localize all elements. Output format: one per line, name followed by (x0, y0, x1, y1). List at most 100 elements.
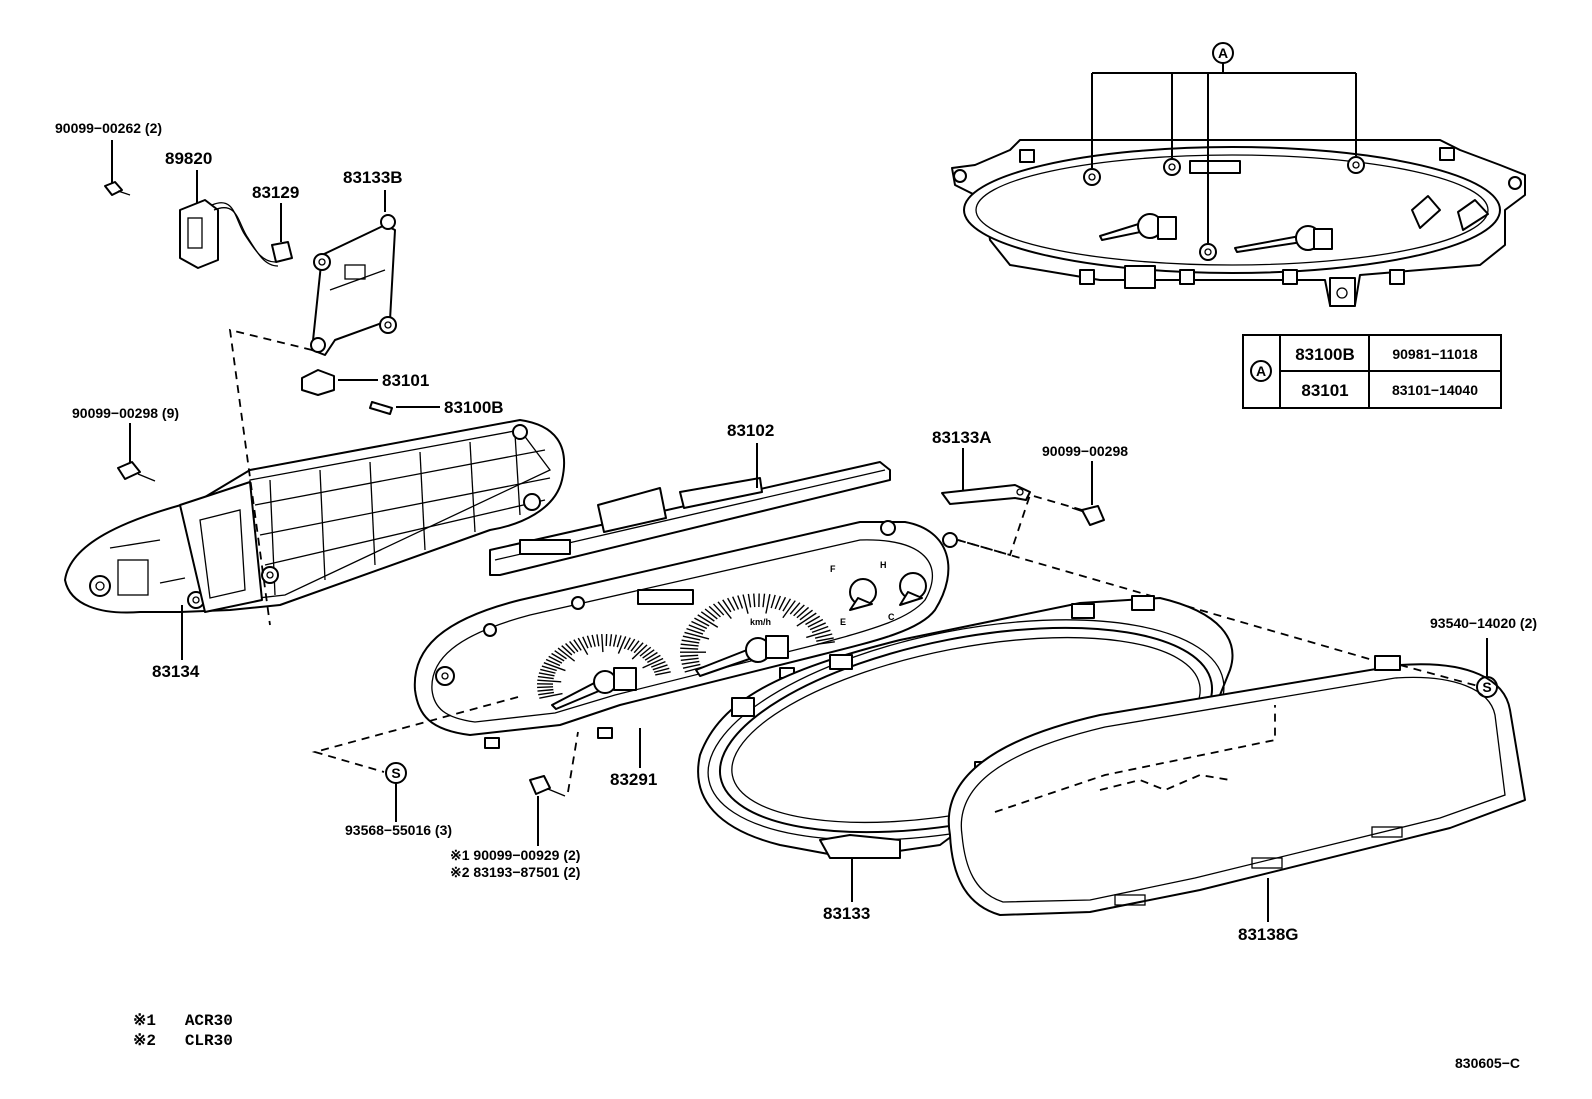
scale-tick (612, 634, 617, 647)
scale-tick (596, 634, 600, 647)
scale-tick (782, 600, 796, 619)
scale-tick (540, 668, 556, 674)
scale-tick (543, 662, 566, 672)
scale-tick (680, 643, 699, 647)
scale-tick (737, 595, 744, 609)
scale-tick (753, 593, 756, 608)
scale-tick (765, 594, 771, 614)
scale-tick (782, 598, 792, 612)
scale-tick (561, 645, 573, 656)
scale-tick (642, 657, 664, 669)
scale-tick (644, 651, 658, 661)
label-89820: 89820 (165, 149, 212, 168)
scale-tick (814, 633, 833, 639)
label-93568-55016: 93568−55016 (3) (345, 822, 452, 838)
scale-tick (537, 686, 554, 689)
scale-tick (717, 601, 732, 619)
dash-83133a (957, 493, 1083, 557)
scale-tick (816, 641, 835, 645)
scale-tick (793, 604, 805, 617)
scale-tick (650, 660, 666, 668)
scale-tick (691, 620, 708, 630)
scale-tick (732, 596, 740, 610)
part-83134-circuit-frame (64, 419, 566, 660)
scale-tick (700, 611, 715, 622)
scale-tick (630, 640, 640, 652)
scale-tick (538, 691, 555, 696)
dash-83133b-to-frame (228, 328, 313, 626)
label-83138g: 83138G (1238, 925, 1299, 944)
scale-tick (545, 658, 561, 667)
scale-tick (762, 593, 766, 608)
scale-tick (747, 593, 752, 608)
scale-tick (642, 649, 655, 659)
scale-tick (816, 637, 834, 642)
scale-tick (684, 631, 710, 640)
speedometer-scale (537, 633, 671, 699)
scale-tick (681, 660, 700, 665)
scale-tick (778, 596, 787, 611)
scale-tick (548, 655, 563, 664)
table-row-1-number: 90981−11018 (1392, 346, 1477, 362)
table-marker-a: A (1256, 363, 1266, 379)
table-row-2-part: 83101 (1301, 381, 1348, 400)
table-row-1-part: 83100B (1295, 345, 1355, 364)
label-93540-14020: 93540−14020 (2) (1430, 615, 1537, 631)
label-83100b: 83100B (444, 398, 504, 417)
scale-tick (806, 629, 831, 639)
meter-rear-view (951, 63, 1526, 307)
scale-tick (770, 594, 776, 609)
scale-tick (682, 635, 701, 641)
scale-tick (805, 615, 821, 626)
scale-tick (697, 614, 719, 628)
part-83138g-lens (947, 655, 1526, 922)
scale-tick (617, 636, 627, 654)
fuel-f-label: F (830, 564, 836, 574)
label-83133a: 83133A (932, 428, 992, 447)
scale-tick (655, 671, 671, 676)
scale-tick (565, 642, 576, 654)
dash-screw-00929 (567, 731, 579, 793)
scale-tick (681, 639, 700, 644)
scale-tick (807, 618, 824, 628)
table-row-2-number: 83101−14040 (1392, 382, 1478, 398)
marker-a-top: A (1218, 45, 1228, 61)
scale-tick (704, 608, 718, 620)
fuel-e-label: E (840, 617, 846, 627)
marker-s-left: S (391, 765, 400, 781)
scale-tick (796, 606, 810, 619)
scale-tick (551, 652, 565, 662)
note-2: ※2 CLR30 (133, 1032, 233, 1050)
scale-tick (811, 625, 829, 634)
scale-tick (639, 646, 652, 657)
scale-tick (541, 665, 557, 672)
scale-tick (680, 654, 699, 657)
scale-tick (609, 634, 613, 647)
scale-tick (712, 603, 725, 616)
scale-tick (582, 636, 589, 649)
label-90099-00298: 90099−00298 (1042, 443, 1128, 459)
scale-tick (682, 663, 701, 669)
scale-tick (554, 650, 567, 660)
scale-tick (537, 675, 554, 680)
scale-tick (680, 647, 699, 650)
scale-tick (680, 657, 699, 661)
temp-h-label: H (880, 560, 887, 570)
scale-tick (616, 635, 622, 648)
scale-tick (586, 635, 593, 648)
scale-tick (631, 644, 648, 660)
part-table (1242, 334, 1502, 409)
small-parts-top-left (104, 140, 440, 482)
label-83133b: 83133B (343, 168, 403, 187)
scale-tick (573, 639, 582, 651)
scale-tick (623, 637, 631, 650)
temp-c-label: C (888, 612, 895, 622)
scale-tick (538, 672, 555, 677)
marker-s-right: S (1482, 679, 1491, 695)
part-83133a-bracket (941, 448, 1105, 526)
scale-tick (686, 627, 704, 635)
scale-tick (789, 602, 801, 615)
dash-screw-s-left (311, 696, 519, 773)
label-83129: 83129 (252, 183, 299, 202)
